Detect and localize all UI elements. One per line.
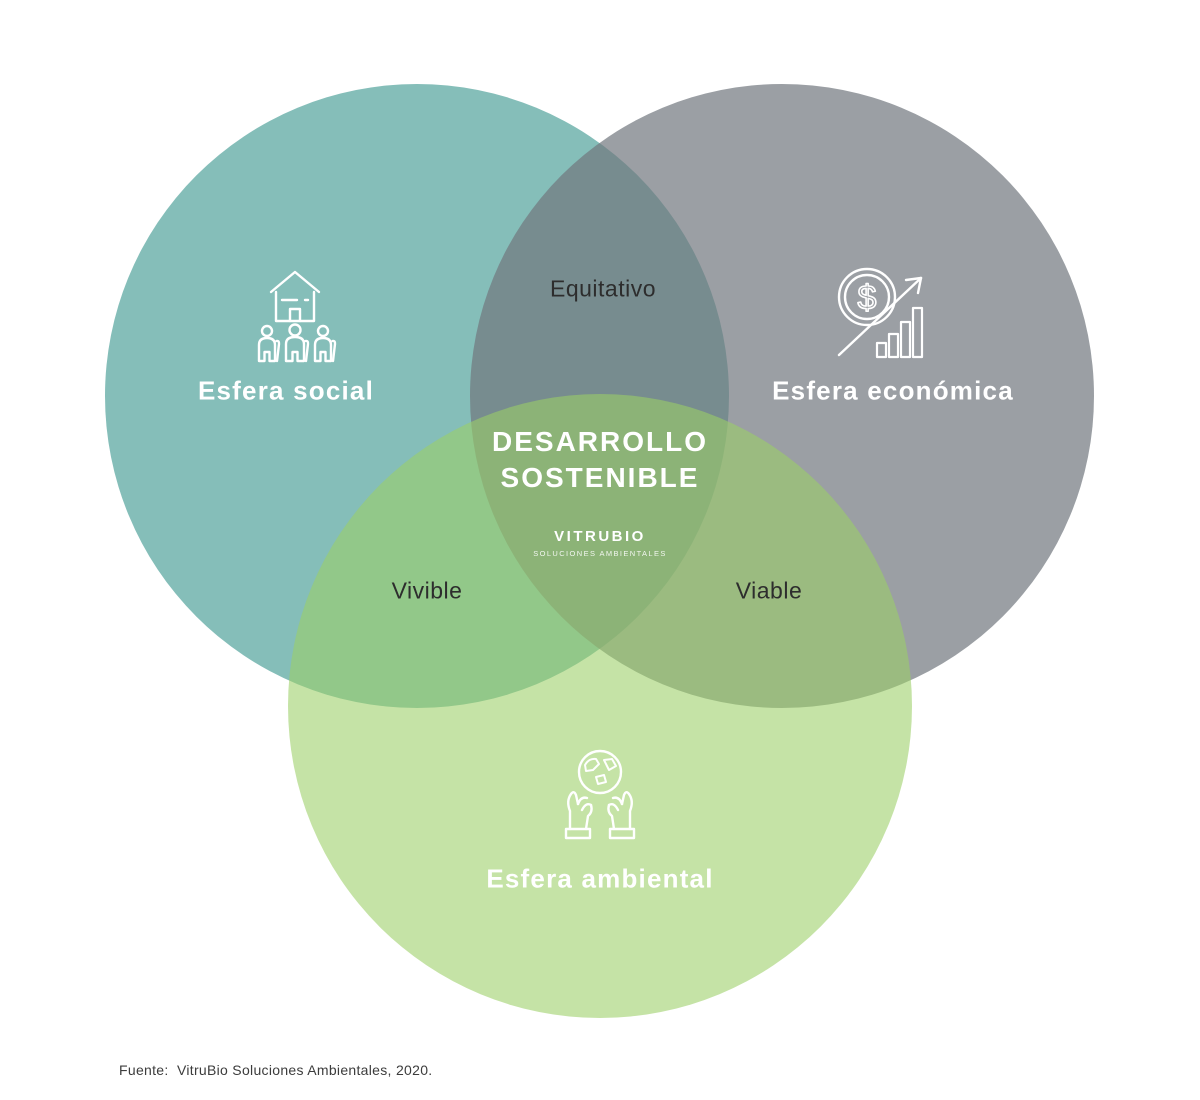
- venn-circle-ambiental: [288, 394, 912, 1018]
- center-title-line1: DESARROLLO: [492, 426, 708, 457]
- label-equitativo: Equitativo: [549, 275, 657, 302]
- brand-name: VITRUBIO: [554, 528, 646, 545]
- dollar-growth-icon: $: [833, 263, 937, 367]
- house-people-icon: [247, 264, 343, 368]
- label-esfera-social: Esfera social: [197, 375, 375, 406]
- brand-block: VITRUBIO SOLUCIONES AMBIENTALES: [533, 528, 667, 558]
- source-note: Fuente: VitruBio Soluciones Ambientales,…: [119, 1062, 433, 1078]
- svg-text:$: $: [858, 279, 877, 317]
- hands-globe-icon: [552, 747, 648, 843]
- center-title: DESARROLLO SOSTENIBLE: [492, 424, 708, 496]
- brand-subtitle: SOLUCIONES AMBIENTALES: [533, 549, 667, 558]
- label-viable: Viable: [735, 577, 803, 604]
- label-esfera-economica: Esfera económica: [772, 375, 1014, 406]
- label-vivible: Vivible: [391, 577, 463, 604]
- center-title-line2: SOSTENIBLE: [500, 462, 700, 493]
- label-esfera-ambiental: Esfera ambiental: [486, 863, 714, 894]
